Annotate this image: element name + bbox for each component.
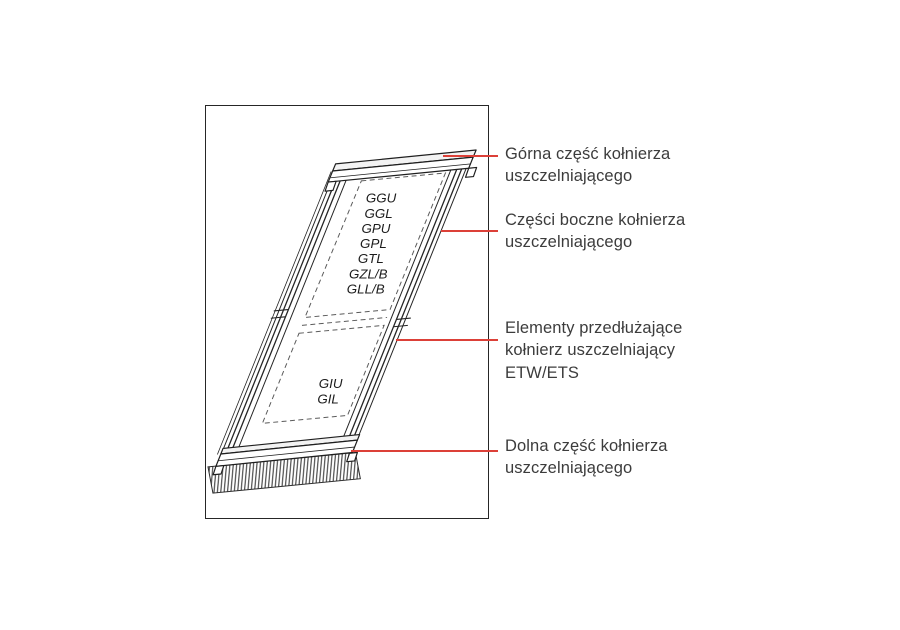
label-upper-flashing: Górna część kołnierza uszczelniającego <box>505 145 671 186</box>
right-side-rail <box>341 156 472 442</box>
leader-line-extension-elements <box>396 339 498 341</box>
code-label: GGU <box>366 191 397 206</box>
model-codes-lower: GIU GIL <box>317 376 343 406</box>
model-codes-upper: GGU GGL GPU GPL GTL GZL/B GLL/B <box>347 191 397 297</box>
label-extension-elements: Elementy przedłużające kołnierz uszczeln… <box>505 319 683 382</box>
code-label: GPU <box>362 221 391 236</box>
leader-line-side-flashing <box>441 230 498 232</box>
code-label: GLL/B <box>347 281 385 296</box>
code-label: GIU <box>319 376 343 391</box>
figure-frame: GGU GGL GPU GPL GTL GZL/B GLL/B GIU GIL <box>205 105 489 519</box>
code-label: GZL/B <box>349 266 388 281</box>
left-side-rail <box>217 169 351 455</box>
label-side-flashing: Części boczne kołnierza uszczelniającego <box>505 211 686 252</box>
code-label: GTL <box>358 251 384 266</box>
code-label: GIL <box>317 391 339 406</box>
joint-marks <box>270 308 411 328</box>
code-label: GGL <box>364 206 392 221</box>
hidden-outline-dashed <box>261 172 447 424</box>
leader-line-upper-flashing <box>443 155 498 157</box>
flashing-diagram-drawing: GGU GGL GPU GPL GTL GZL/B GLL/B GIU GIL <box>207 149 478 494</box>
label-lower-flashing: Dolna część kołnierza uszczelniającego <box>505 437 668 478</box>
code-label: GPL <box>360 236 387 251</box>
bottom-flashing-piece <box>212 434 361 476</box>
leader-line-lower-flashing <box>351 450 498 452</box>
top-flashing-piece <box>324 149 478 192</box>
